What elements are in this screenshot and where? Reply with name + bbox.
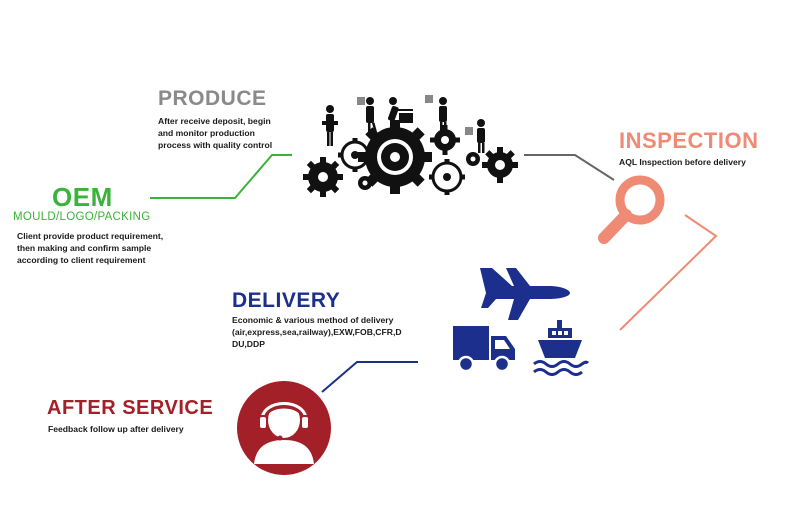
oem-description: Client provide product requirement, then… [17, 230, 217, 266]
oem-line: according to client requirement [17, 254, 217, 266]
gears-workers-icon [295, 95, 525, 200]
delivery-description: Economic & various method of delivery (a… [232, 314, 432, 350]
inspection-description: AQL Inspection before delivery [619, 156, 789, 168]
delivery-line: Economic & various method of delivery [232, 314, 432, 326]
inspection-line: AQL Inspection before delivery [619, 156, 789, 168]
oem-subtitle: MOULD/LOGO/PACKING [13, 211, 150, 223]
produce-line: After receive deposit, begin [158, 115, 318, 127]
ship-icon [530, 318, 590, 376]
produce-line: and monitor production [158, 127, 318, 139]
oem-line: Client provide product requirement, [17, 230, 217, 242]
truck-icon [452, 322, 518, 374]
produce-title: PRODUCE [158, 88, 267, 109]
inspection-title: INSPECTION [619, 130, 758, 152]
oem-line: then making and confirm sample [17, 242, 217, 254]
oem-title: OEM [52, 184, 113, 210]
headset-agent-icon [236, 380, 332, 476]
airplane-icon [478, 262, 573, 322]
after-service-description: Feedback follow up after delivery [48, 423, 248, 435]
delivery-title: DELIVERY [232, 290, 340, 311]
produce-line: process with quality control [158, 139, 318, 151]
produce-description: After receive deposit, begin and monitor… [158, 115, 318, 151]
magnifier-icon [596, 172, 670, 248]
after-service-line: Feedback follow up after delivery [48, 423, 248, 435]
after-service-title: AFTER SERVICE [47, 398, 213, 418]
delivery-line: DU,DDP [232, 338, 432, 350]
delivery-afterservice-connector [322, 362, 418, 392]
oem-produce-connector [150, 155, 292, 198]
delivery-line: (air,express,sea,railway),EXW,FOB,CFR,D [232, 326, 432, 338]
